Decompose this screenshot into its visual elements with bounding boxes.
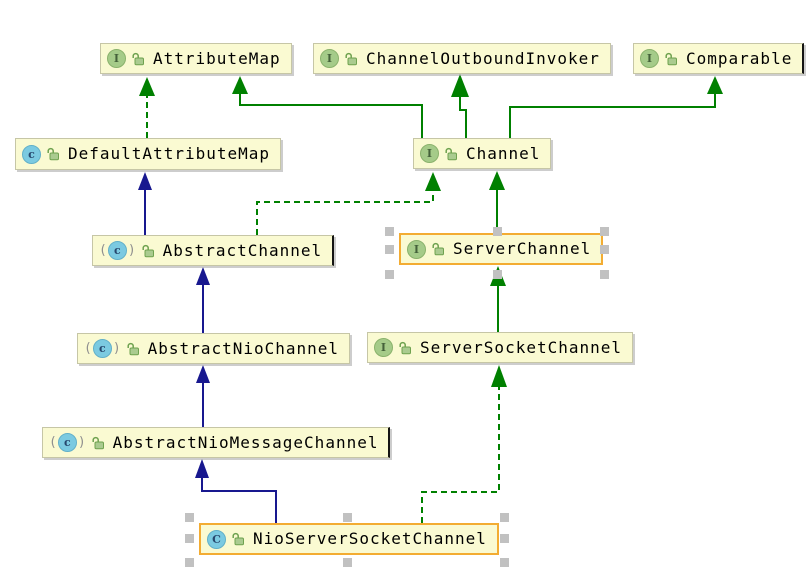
class-node-serversocketchannel[interactable]: I ServerSocketChannel xyxy=(367,332,634,363)
public-unlocked-padlock-icon xyxy=(141,244,155,258)
edge-nioserversocketchannel-implements-serversocketchannel xyxy=(421,365,507,523)
class-name-label: AttributeMap xyxy=(153,48,281,68)
selection-handle[interactable] xyxy=(385,227,394,236)
interface-icon: I xyxy=(107,49,126,68)
public-unlocked-padlock-icon xyxy=(46,147,60,161)
edge-serverchannel-extends-channel xyxy=(489,171,505,233)
selection-handle[interactable] xyxy=(493,270,502,279)
class-name-label: ChannelOutboundInvoker xyxy=(366,48,600,68)
class-name-label: AbstractNioChannel xyxy=(147,338,340,358)
public-unlocked-padlock-icon xyxy=(231,532,245,546)
interface-icon: I xyxy=(320,49,339,68)
public-unlocked-padlock-icon xyxy=(431,242,445,256)
selection-handle[interactable] xyxy=(343,558,352,567)
selection-handle[interactable] xyxy=(185,558,194,567)
class-node-comparable[interactable]: I Comparable xyxy=(633,43,805,74)
interface-icon: I xyxy=(420,144,439,163)
edge-defaultattributemap-implements-attributemap xyxy=(139,77,155,138)
edge-abstractchannel-extends-defaultattributemap xyxy=(138,172,152,235)
selection-handle[interactable] xyxy=(385,245,394,254)
class-node-abstractchannel[interactable]: c AbstractChannel xyxy=(92,235,335,266)
edge-channel-extends-channeloutboundinvoker xyxy=(451,74,469,138)
class-name-label: DefaultAttributeMap xyxy=(68,144,271,163)
public-unlocked-padlock-icon xyxy=(131,52,145,66)
class-name-label: ServerChannel xyxy=(453,239,592,258)
selection-handle[interactable] xyxy=(385,270,394,279)
edge-nioserversocketchannel-extends-abstractniomessagechannel xyxy=(195,459,277,523)
class-node-abstractniochannel[interactable]: c AbstractNioChannel xyxy=(77,333,351,364)
selection-handle[interactable] xyxy=(185,513,194,522)
class-node-nioserversocketchannel[interactable]: C NioServerSocketChannel xyxy=(199,523,499,555)
class-name-label: Channel xyxy=(466,143,541,163)
edge-channel-extends-comparable xyxy=(509,76,723,138)
class-node-channeloutboundinvoker[interactable]: I ChannelOutboundInvoker xyxy=(313,43,611,74)
class-name-label: ServerSocketChannel xyxy=(420,337,623,357)
public-unlocked-padlock-icon xyxy=(398,341,412,355)
class-node-abstractniomessagechannel[interactable]: c AbstractNioMessageChannel xyxy=(42,427,391,458)
abstract-class-icon: c xyxy=(99,241,136,260)
edge-channel-extends-attributemap xyxy=(232,76,423,138)
class-name-label: AbstractNioMessageChannel xyxy=(112,432,379,452)
selection-handle[interactable] xyxy=(500,558,509,567)
class-name-label: AbstractChannel xyxy=(162,240,323,260)
selection-handle[interactable] xyxy=(500,513,509,522)
public-unlocked-padlock-icon xyxy=(664,52,678,66)
selection-handle[interactable] xyxy=(600,270,609,279)
selection-handle[interactable] xyxy=(600,245,609,254)
public-unlocked-padlock-icon xyxy=(126,342,140,356)
class-icon: C xyxy=(207,529,226,549)
edge-abstractniochannel-extends-abstractchannel xyxy=(196,267,210,333)
class-node-attributemap[interactable]: I AttributeMap xyxy=(100,43,292,74)
selection-handle[interactable] xyxy=(343,513,352,522)
selection-handle[interactable] xyxy=(493,227,502,236)
class-name-label: Comparable xyxy=(686,48,793,68)
interface-icon: I xyxy=(374,338,393,357)
class-icon: c xyxy=(22,144,41,164)
class-node-defaultattributemap[interactable]: c DefaultAttributeMap xyxy=(15,138,282,170)
interface-icon: I xyxy=(640,49,659,68)
selection-handle[interactable] xyxy=(600,227,609,236)
class-node-channel[interactable]: I Channel xyxy=(413,138,552,169)
public-unlocked-padlock-icon xyxy=(444,147,458,161)
selection-handle[interactable] xyxy=(500,534,509,543)
edge-abstractchannel-implements-channel xyxy=(256,172,441,235)
selection-handle[interactable] xyxy=(185,534,194,543)
public-unlocked-padlock-icon xyxy=(91,436,105,450)
edge-abstractniomessagechannel-extends-abstractniochannel xyxy=(196,365,210,427)
abstract-class-icon: c xyxy=(49,433,86,452)
class-name-label: NioServerSocketChannel xyxy=(253,529,487,548)
public-unlocked-padlock-icon xyxy=(344,52,358,66)
interface-icon: I xyxy=(407,239,426,259)
abstract-class-icon: c xyxy=(84,339,121,358)
class-node-serverchannel[interactable]: I ServerChannel xyxy=(399,233,604,265)
